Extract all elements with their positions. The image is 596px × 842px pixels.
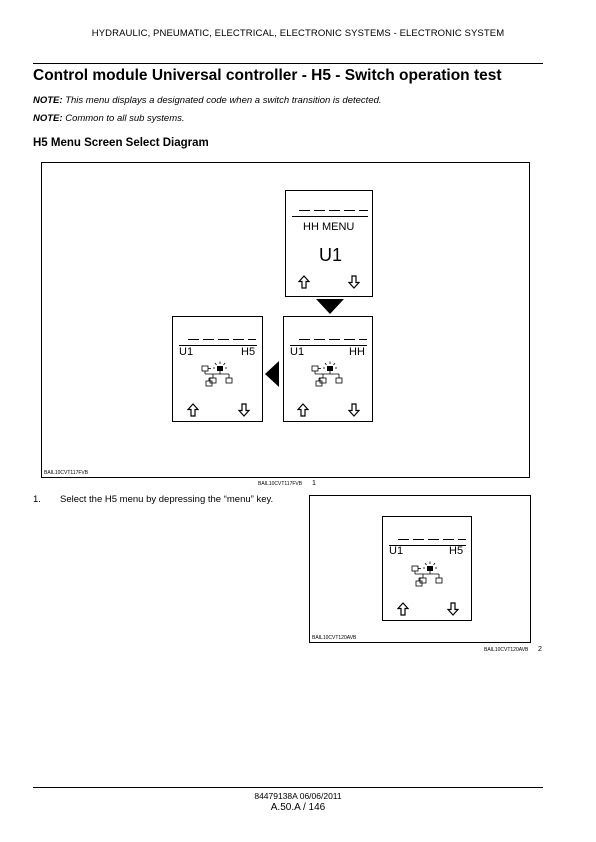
- up-arrow-icon: [397, 602, 409, 616]
- up-arrow-icon: [187, 403, 199, 417]
- figure-1-number: 1: [312, 480, 316, 487]
- note-label: NOTE:: [33, 113, 63, 124]
- network-switch-icon: [201, 361, 233, 387]
- note-2: NOTE: Common to all sub systems.: [33, 113, 185, 124]
- footer-page-number: A.50.A / 146: [270, 802, 326, 813]
- screen-left-label: U1: [290, 346, 305, 358]
- footer-rule: [33, 787, 543, 788]
- note-label: NOTE:: [33, 95, 63, 106]
- down-arrow-icon: [238, 403, 250, 417]
- screen-right-label: HH: [349, 346, 365, 358]
- down-arrow-icon: [447, 602, 459, 616]
- note-text: This menu displays a designated code whe…: [65, 95, 382, 106]
- lcd-screen-u1-h5: U1 H5: [382, 516, 472, 621]
- figure-2: U1 H5 BAIL10CVT120AVB: [309, 495, 531, 643]
- figure-2-caption-code: BAIL10CVT120AVB: [484, 647, 529, 653]
- figure-code-inner: BAIL10CVT120AVB: [312, 635, 357, 641]
- page-header: HYDRAULIC, PNEUMATIC, ELECTRICAL, ELECTR…: [91, 28, 505, 39]
- triangle-down-icon: [316, 299, 344, 314]
- screen-menu-label: HH MENU: [303, 221, 355, 233]
- section-heading: H5 Menu Screen Select Diagram: [33, 137, 209, 149]
- up-arrow-icon: [297, 403, 309, 417]
- screen-left-label: U1: [179, 346, 194, 358]
- screen-right-label: H5: [241, 346, 256, 358]
- screen-left-label: U1: [389, 545, 404, 557]
- footer-doc-code: 84479138A 06/06/2011: [254, 791, 342, 801]
- network-switch-icon: [411, 561, 443, 587]
- page-title: Control module Universal controller - H5…: [33, 67, 502, 84]
- figure-2-number: 2: [538, 646, 542, 653]
- up-arrow-icon: [298, 275, 310, 289]
- figure-1: HH MENU U1 U1 HH U1 H5 B: [41, 162, 530, 478]
- note-1: NOTE: This menu displays a designated co…: [33, 95, 382, 106]
- step-number: 1.: [33, 494, 41, 505]
- lcd-screen-u1-h5: U1 H5: [172, 316, 263, 422]
- header-rule: [33, 63, 543, 64]
- figure-1-caption-code: BAIL10CVT117FVB: [258, 481, 303, 487]
- step-text: Select the H5 menu by depressing the “me…: [60, 494, 274, 505]
- triangle-left-icon: [265, 361, 279, 387]
- down-arrow-icon: [348, 275, 360, 289]
- note-text: Common to all sub systems.: [65, 113, 185, 124]
- down-arrow-icon: [348, 403, 360, 417]
- screen-code: U1: [319, 245, 343, 265]
- screen-right-label: H5: [449, 545, 464, 557]
- figure-code-inner: BAIL10CVT117FVB: [44, 470, 89, 476]
- network-switch-icon: [311, 361, 343, 387]
- lcd-screen-u1-hh: U1 HH: [283, 316, 373, 422]
- lcd-screen-hh-menu: HH MENU U1: [285, 190, 373, 297]
